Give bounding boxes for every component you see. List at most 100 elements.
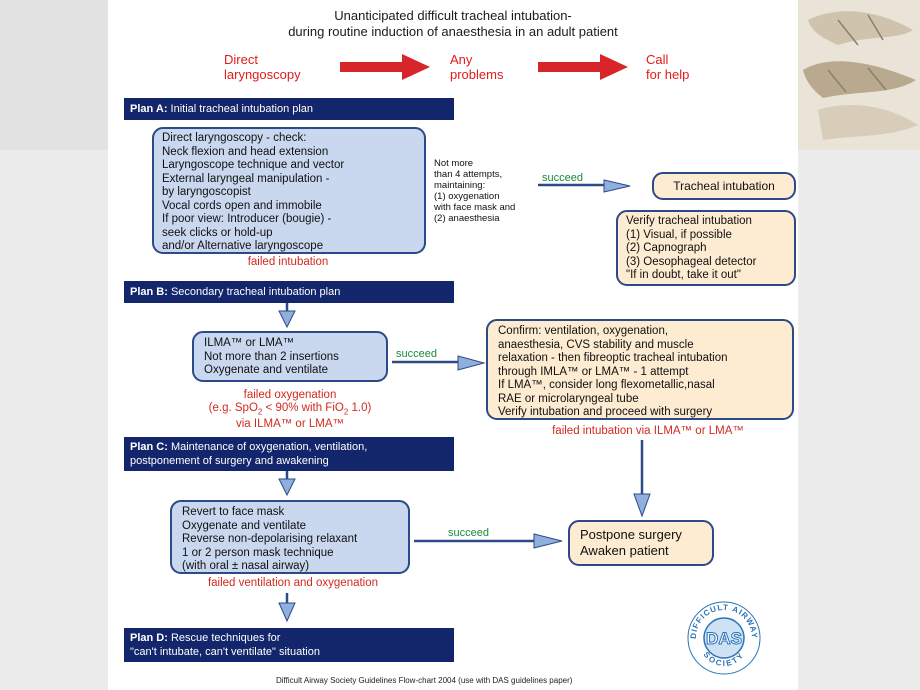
plan-c-title-1: Maintenance of oxygenation, ventilation,: [167, 441, 368, 453]
postpone-line2: Awaken patient: [580, 543, 669, 558]
plan-c-succeed-label: succeed: [448, 527, 489, 539]
postpone-surgery-box: Postpone surgery Awaken patient: [568, 520, 714, 566]
left-decoration-panel: [0, 0, 108, 150]
confirm-line: If LMA™, consider long flexometallic,nas…: [498, 379, 715, 391]
red-arrow-1: [340, 54, 430, 80]
confirm-line: relaxation - then fibreoptic tracheal in…: [498, 352, 728, 364]
red-arrow-2: [538, 54, 628, 80]
plan-c-line: Revert to face mask: [182, 506, 285, 518]
das-logo-center: DAS: [706, 629, 742, 648]
plan-a-line: Neck flexion and head extension: [162, 145, 329, 158]
note-line: Not more: [434, 158, 474, 169]
confirm-ventilation-box: Confirm: ventilation, oxygenation, anaes…: [486, 319, 794, 420]
chart-title-line1: Unanticipated difficult tracheal intubat…: [334, 8, 572, 23]
das-logo: DIFFICULT AIRWAY SOCIETY DAS: [687, 601, 761, 675]
step-problems-line2: problems: [450, 67, 504, 82]
plan-b-ilma-box: ILMA™ or LMA™ Not more than 2 insertions…: [192, 331, 388, 382]
step-any-problems: Any problems: [450, 52, 503, 82]
plan-a-line: If poor view: Introducer (bougie) -: [162, 213, 332, 225]
plan-d-down-arrow: [278, 593, 296, 623]
confirm-line: RAE or microlaryngeal tube: [498, 392, 639, 405]
plan-a-attempts-note: Not more than 4 attempts, maintaining: (…: [434, 158, 515, 224]
plan-c-line1: Plan C: Maintenance of oxygenation, vent…: [130, 440, 448, 454]
flowchart-page: Unanticipated difficult tracheal intubat…: [108, 0, 798, 690]
plan-d-bar: Plan D: Rescue techniques for "can't int…: [124, 628, 454, 662]
plan-d-title-1: Rescue techniques for: [167, 632, 281, 644]
verify-line: "If in doubt, take it out": [626, 269, 741, 281]
confirm-line: Confirm: ventilation, oxygenation,: [498, 325, 669, 337]
postpone-line1: Postpone surgery: [580, 527, 682, 542]
plan-a-check-box: Direct laryngoscopy - check: Neck flexio…: [152, 127, 426, 254]
plan-c-line: 1 or 2 person mask technique: [182, 546, 334, 559]
plan-c-line: (with oral ± nasal airway): [182, 560, 310, 572]
plan-b-succeed-arrow: [392, 355, 486, 371]
step-direct-line1: Direct: [224, 52, 258, 67]
verify-line: (1) Visual, if possible: [626, 228, 732, 241]
verify-line: (3) Oesophageal detector: [626, 255, 757, 268]
fio2-subscript: 2: [343, 407, 349, 417]
chart-title-line2: during routine induction of anaesthesia …: [288, 24, 618, 39]
plan-a-succeed-arrow: [538, 179, 631, 193]
step-call-for-help: Call for help: [646, 52, 689, 82]
plan-c-down-arrow: [278, 471, 296, 497]
verify-line: Verify tracheal intubation: [626, 215, 752, 227]
plan-c-title-2: postponement of surgery and awakening: [130, 455, 329, 467]
plan-b-down-arrow: [278, 303, 296, 329]
fio2-value: 1.0): [348, 402, 372, 414]
step-call-line1: Call: [646, 52, 669, 67]
step-direct-laryngoscopy: Direct laryngoscopy: [224, 52, 301, 82]
plan-a-line: External laryngeal manipulation -: [162, 172, 330, 185]
note-line: than 4 attempts,: [434, 169, 503, 180]
plan-c-bar: Plan C: Maintenance of oxygenation, vent…: [124, 437, 454, 471]
note-line: (1) oxygenation: [434, 191, 500, 202]
plan-a-bar: Plan A: Initial tracheal intubation plan: [124, 98, 454, 120]
note-line: with face mask and: [434, 202, 516, 213]
plan-b-line: Not more than 2 insertions: [204, 350, 339, 363]
plan-a-label: Plan A:: [130, 103, 168, 115]
plan-a-succeed-label: succeed: [542, 172, 583, 184]
plan-d-label: Plan D:: [130, 632, 168, 644]
plan-a-line: seek clicks or hold-up: [162, 226, 273, 239]
plan-a-line: by laryngoscopist: [162, 186, 251, 198]
note-line: (2) anaesthesia: [434, 213, 500, 224]
confirm-to-postpone-arrow: [633, 440, 651, 518]
failed-ox-line1: failed oxygenation: [243, 389, 337, 401]
step-direct-line2: laryngoscopy: [224, 67, 301, 82]
failed-ox-line3: via ILMA™ or LMA™: [236, 418, 344, 431]
confirm-line: anaesthesia, CVS stability and muscle: [498, 338, 694, 351]
plan-a-failed-label: failed intubation: [247, 256, 329, 268]
plan-a-line: Laryngoscope technique and vector: [162, 159, 345, 171]
plan-a-title: Initial tracheal intubation plan: [167, 103, 314, 115]
verify-intubation-box: Verify tracheal intubation (1) Visual, i…: [616, 210, 796, 286]
plan-b-label: Plan B:: [130, 286, 168, 298]
spo2-prefix: (e.g. SpO: [208, 402, 258, 414]
tracheal-intubation-box: Tracheal intubation: [652, 172, 796, 200]
confirm-line: through IMLA™ or LMA™ - 1 attempt: [498, 365, 689, 378]
plan-c-face-mask-box: Revert to face mask Oxygenate and ventil…: [170, 500, 410, 574]
confirm-line: Verify intubation and proceed with surge…: [498, 406, 713, 418]
plan-a-line: Vocal cords open and immobile: [162, 199, 322, 212]
spo2-subscript: 2: [257, 407, 263, 417]
plan-c-line: Reverse non-depolarising relaxant: [182, 533, 358, 545]
plan-a-line: Direct laryngoscopy - check:: [162, 132, 307, 144]
plan-a-line: and/or Alternative laryngoscope: [162, 240, 324, 252]
shell-decoration-image: [798, 0, 920, 150]
plan-b-succeed-label: succeed: [396, 348, 437, 360]
failed-intubation-via-label: failed intubation via ILMA™ or LMA™: [552, 425, 744, 437]
step-call-line2: for help: [646, 67, 690, 82]
fio2-text: < 90% with FiO: [262, 402, 344, 414]
step-problems-line1: Any: [450, 52, 473, 67]
plan-d-title-2: "can't intubate, can't ventilate" situat…: [130, 646, 320, 658]
verify-line: (2) Capnograph: [626, 242, 707, 254]
plan-b-title: Secondary tracheal intubation plan: [167, 286, 341, 298]
footer-caption: Difficult Airway Society Guidelines Flow…: [276, 676, 573, 685]
plan-c-line: Oxygenate and ventilate: [182, 519, 307, 532]
plan-b-line: ILMA™ or LMA™: [204, 337, 295, 349]
plan-b-line: Oxygenate and ventilate: [204, 364, 329, 376]
failed-ox-line2: (e.g. SpO2 < 90% with FiO2 1.0): [180, 402, 400, 418]
note-line: maintaining:: [434, 180, 486, 191]
plan-c-failed-label: failed ventilation and oxygenation: [207, 577, 379, 589]
plan-c-succeed-arrow: [414, 533, 563, 549]
plan-d-line1: Plan D: Rescue techniques for: [130, 631, 448, 645]
plan-b-failed-oxygenation: failed oxygenation (e.g. SpO2 < 90% with…: [180, 389, 400, 431]
